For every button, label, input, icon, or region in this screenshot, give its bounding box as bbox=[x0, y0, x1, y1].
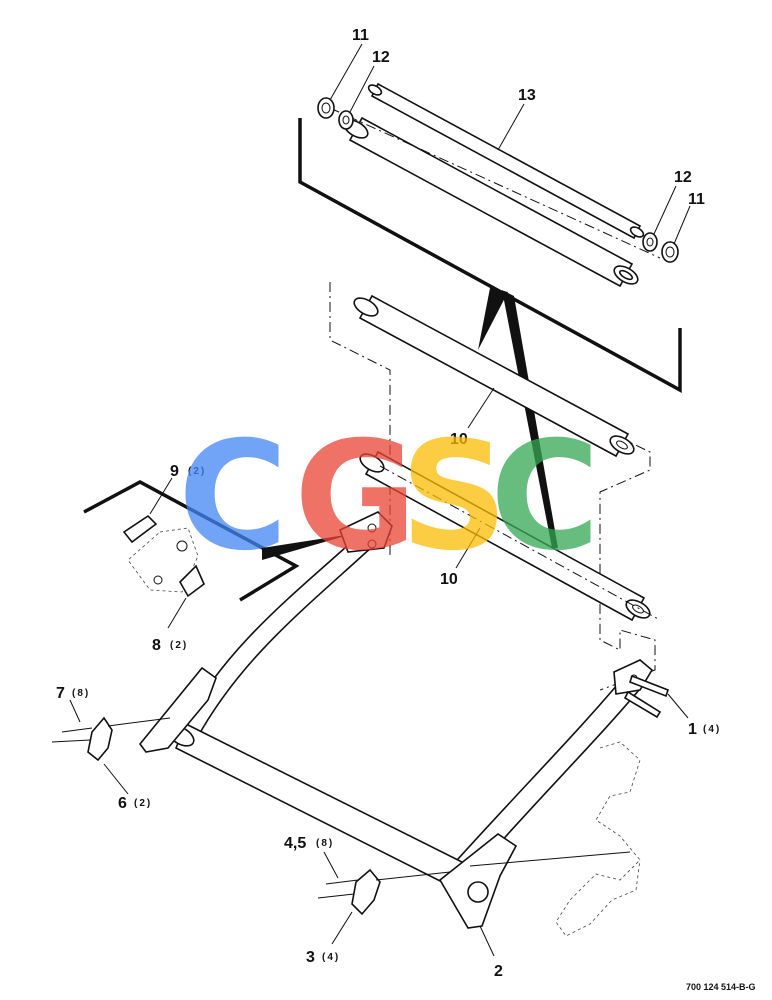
ghost-linkage-right bbox=[555, 741, 641, 937]
label-12-left: 12 bbox=[372, 49, 390, 66]
clamp-3-assembly: 4,5 (8) 3 (4) bbox=[284, 835, 451, 966]
label-9: 9 bbox=[170, 463, 179, 480]
qty-7: (8) bbox=[72, 688, 90, 699]
leader-9 bbox=[149, 477, 173, 515]
leader-1 bbox=[667, 693, 689, 719]
leader-11-right bbox=[673, 205, 691, 245]
leader-7 bbox=[69, 699, 81, 723]
label-8: 8 bbox=[152, 637, 161, 654]
bolt-1b bbox=[623, 690, 662, 719]
leader-2 bbox=[479, 925, 495, 957]
leader-12-left bbox=[349, 65, 375, 113]
qty-6: (2) bbox=[134, 798, 152, 809]
side-detail-8-9: 9 (2) 8 (2) bbox=[83, 463, 352, 654]
bolt-4a bbox=[325, 879, 359, 885]
dashed-bracket-left bbox=[329, 282, 391, 555]
qty-4-5: (8) bbox=[316, 838, 334, 849]
leader-10-upper bbox=[467, 387, 495, 429]
qty-8: (2) bbox=[170, 640, 188, 651]
pivot-boss bbox=[467, 881, 489, 903]
label-11-left: 11 bbox=[352, 27, 369, 44]
right-end-plate bbox=[438, 833, 518, 929]
align-line-lower bbox=[375, 871, 451, 881]
leader-6 bbox=[103, 763, 129, 795]
side-plate-ghost bbox=[127, 527, 199, 593]
left-end-plate bbox=[138, 666, 217, 753]
bearing-11-right bbox=[661, 241, 679, 263]
plate-hole-1 bbox=[176, 540, 188, 552]
main-frame-2: 2 bbox=[138, 511, 654, 980]
label-10-lower: 10 bbox=[440, 571, 458, 588]
shaft-centerline bbox=[329, 107, 661, 259]
detail-pointer-wedge bbox=[262, 534, 352, 560]
label-11-right: 11 bbox=[688, 191, 705, 208]
top-mount-plate bbox=[338, 511, 393, 553]
label-7: 7 bbox=[56, 685, 65, 702]
bushing-12-right bbox=[642, 232, 658, 252]
plate-hole-2 bbox=[153, 575, 163, 585]
bolt-1a bbox=[629, 674, 669, 698]
watermark-letter-s: S bbox=[400, 410, 508, 584]
label-4-5: 4,5 bbox=[284, 835, 306, 852]
label-3: 3 bbox=[306, 949, 315, 966]
frame-cross-tube bbox=[174, 722, 472, 892]
label-13: 13 bbox=[518, 87, 536, 104]
dashed-bracket-right bbox=[599, 427, 656, 691]
watermark-cgsc: C G S C bbox=[178, 410, 600, 584]
bolt-7b bbox=[51, 739, 91, 743]
bolt-4b bbox=[317, 893, 355, 899]
leader-3 bbox=[331, 911, 353, 945]
leader-8 bbox=[167, 597, 187, 629]
shaft-13 bbox=[367, 82, 645, 240]
detail-frame-outline bbox=[83, 480, 300, 602]
leader-11-left bbox=[329, 43, 363, 101]
roller-centerline bbox=[379, 465, 661, 621]
leader-10-lower bbox=[455, 527, 481, 569]
mount-hole-b bbox=[367, 539, 377, 549]
clamp-6-assembly: 7 (8) 6 (2) bbox=[51, 685, 171, 812]
mount-hole-a bbox=[367, 523, 377, 533]
pad-9 bbox=[122, 514, 158, 544]
leader-45 bbox=[323, 851, 339, 879]
bushing-12-left bbox=[338, 110, 354, 130]
watermark-letter-c2: C bbox=[490, 410, 600, 584]
label-12-right: 12 bbox=[674, 169, 692, 186]
label-2: 2 bbox=[494, 963, 503, 980]
label-6: 6 bbox=[118, 795, 127, 812]
middle-roller-assembly: 10 10 bbox=[329, 282, 661, 691]
roller-10-lower bbox=[359, 450, 651, 622]
clamp-6 bbox=[87, 716, 113, 762]
align-line-left bbox=[107, 717, 171, 727]
roller-10-upper bbox=[353, 294, 635, 458]
clamp-3 bbox=[351, 868, 381, 916]
frame-pointer-wedge-2 bbox=[502, 290, 558, 548]
pad-8 bbox=[179, 564, 205, 598]
watermark-letter-g: G bbox=[294, 410, 417, 584]
bearing-11-left bbox=[317, 97, 335, 119]
qty-1: (4) bbox=[703, 724, 721, 735]
leader-12-right bbox=[653, 185, 677, 235]
qty-3: (4) bbox=[322, 952, 340, 963]
bolts-1: 1 (4) bbox=[623, 674, 721, 738]
label-1: 1 bbox=[688, 721, 697, 738]
upper-exploded-view: 11 12 13 12 11 bbox=[298, 27, 705, 548]
upper-frame-outline bbox=[298, 118, 682, 393]
drawing-code: 700 124 514-B-G bbox=[686, 982, 756, 992]
align-line-right bbox=[469, 851, 631, 867]
bolt-7a bbox=[61, 727, 93, 733]
frame-pointer-wedge bbox=[478, 288, 508, 350]
label-10-upper: 10 bbox=[450, 431, 468, 448]
watermark-letter-c1: C bbox=[178, 410, 288, 584]
qty-9: (2) bbox=[188, 466, 206, 477]
leader-13 bbox=[497, 103, 525, 151]
